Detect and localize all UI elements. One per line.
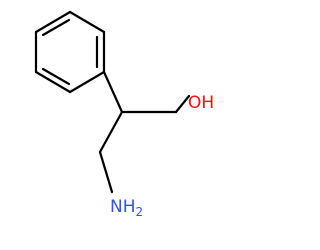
side-chain — [98, 70, 191, 194]
ring-double-bond-1 — [41, 18, 71, 37]
ring-bond-6 — [68, 10, 106, 34]
amine-label: NH2 — [110, 197, 143, 219]
amine-subscript: 2 — [136, 205, 144, 219]
bond-ch2-to-o — [174, 94, 191, 114]
hydroxyl-label: OH — [188, 93, 214, 113]
ring-bond-1 — [34, 10, 72, 34]
amine-main-text: NH — [110, 197, 136, 217]
benzene-ring — [34, 10, 106, 94]
ring-bond-3 — [34, 70, 72, 94]
ring-bond-4 — [68, 70, 106, 94]
bond-ch-to-ch2n — [98, 110, 124, 154]
bond-ch2-to-n — [98, 150, 114, 194]
ring-double-bond-2 — [41, 67, 71, 86]
structure-diagram: OH NH2 — [34, 10, 214, 219]
bond-ring-to-ch — [102, 70, 124, 114]
